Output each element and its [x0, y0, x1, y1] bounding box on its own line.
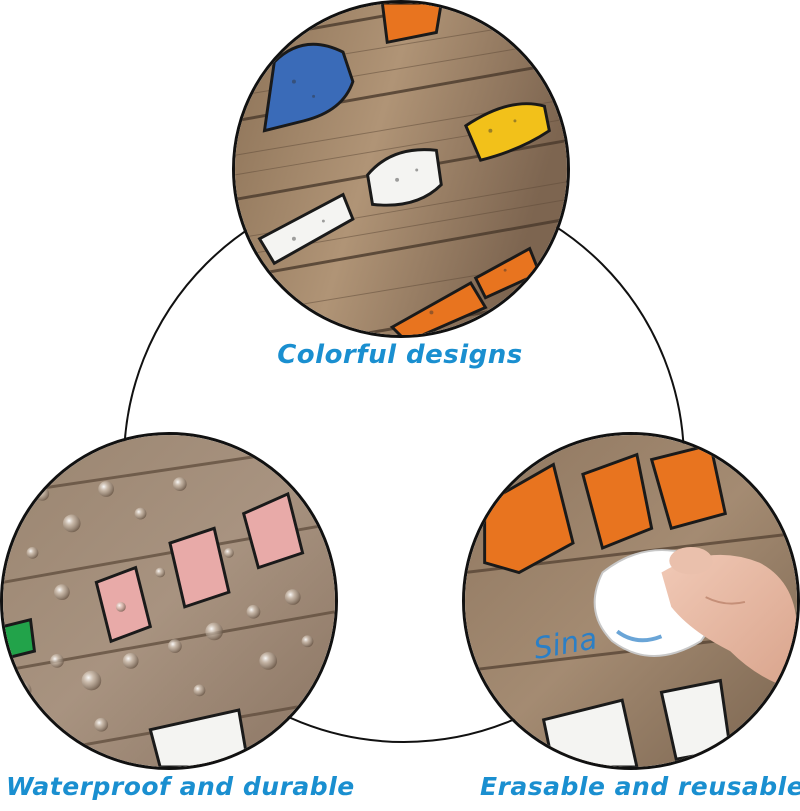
- letter-yellow: [463, 102, 551, 162]
- erasable-photo: Sina: [462, 432, 800, 770]
- letter-blue: [262, 42, 355, 133]
- water-droplets: [13, 477, 314, 738]
- letter-white-2: [257, 192, 355, 266]
- letter-orange: [380, 3, 443, 45]
- letter-white-bottom: [148, 708, 251, 767]
- hand: [661, 546, 797, 691]
- letter-pink: [94, 491, 305, 644]
- caption-colorful-designs: Colorful designs: [277, 340, 523, 370]
- letter-white-1: [366, 148, 443, 207]
- letter-orange-2: [389, 246, 542, 335]
- letter-orange-big: [483, 443, 728, 575]
- colorful-designs-photo: [232, 0, 570, 338]
- caption-erasable: Erasable and reusable: [480, 772, 800, 801]
- letter-green: [3, 617, 37, 661]
- caption-waterproof: Waterproof and durable: [6, 772, 355, 801]
- waterproof-photo: [0, 432, 338, 770]
